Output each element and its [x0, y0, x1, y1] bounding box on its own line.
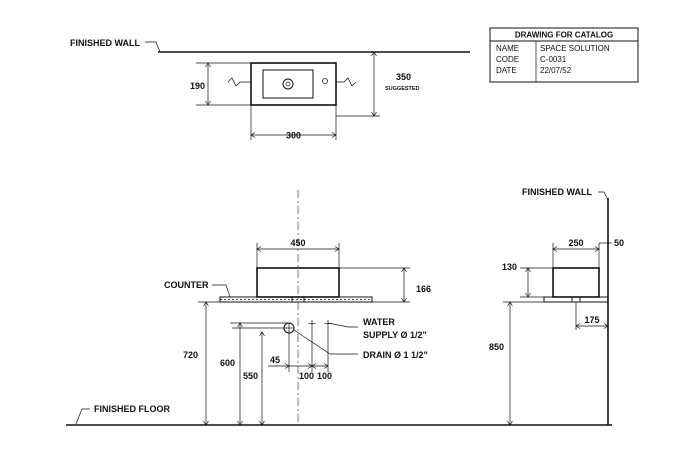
finished-floor-label: FINISHED FLOOR	[94, 404, 170, 414]
dim-counter-height: 720	[183, 350, 198, 360]
title-key-name: NAME	[496, 44, 519, 53]
side-basin-body	[552, 267, 600, 298]
finished-wall-label-side: FINISHED WALL	[522, 187, 592, 197]
plan-basin-inner	[262, 69, 314, 99]
dim-water-spacing-2: 100	[317, 371, 332, 381]
title-value-name: SPACE SOLUTION	[540, 44, 610, 53]
title-value-date: 22/07/52	[540, 66, 572, 75]
title-block-header: DRAWING FOR CATALOG	[515, 31, 613, 40]
water-supply-icon-left	[308, 320, 316, 327]
finished-wall-label-top: FINISHED WALL	[70, 38, 140, 48]
dim-water-spacing-1: 100	[299, 371, 314, 381]
drain-label: DRAIN Ø 1 1/2"	[363, 350, 428, 360]
title-value-code: C-0031	[540, 55, 567, 64]
front-elevation: FINISHED FLOOR COUNTER 450 166	[66, 190, 612, 426]
dim-plan-width: 300	[286, 131, 301, 141]
title-key-date: DATE	[496, 66, 517, 75]
dim-plan-depth: 190	[190, 81, 205, 91]
dim-side-rise: 130	[502, 262, 517, 272]
plan-view: FINISHED WALL 190 300 350 SU	[70, 38, 470, 141]
dim-front-height: 166	[416, 284, 431, 294]
dim-offset-45: 45	[270, 355, 280, 365]
dim-wall-gap: 50	[614, 238, 624, 248]
dim-front-width: 450	[290, 238, 305, 248]
dim-plan-suggested: 350	[396, 72, 411, 82]
title-key-code: CODE	[496, 55, 519, 64]
plan-tap-hole-icon	[322, 78, 328, 84]
side-elevation: FINISHED WALL 250 50 130 175	[489, 187, 624, 426]
water-supply-label-2: SUPPLY Ø 1/2"	[363, 330, 427, 340]
plan-basin-outer	[250, 62, 337, 106]
dim-side-depth: 250	[568, 238, 583, 248]
dim-water-height: 550	[243, 371, 258, 381]
dim-drain-height: 600	[220, 358, 235, 368]
title-block: DRAWING FOR CATALOG NAME SPACE SOLUTION …	[489, 27, 639, 83]
dim-fixture-height: 850	[489, 342, 504, 352]
dim-drain-offset: 175	[584, 315, 599, 325]
water-supply-label-1: WATER	[363, 317, 395, 327]
plan-drain-icon	[282, 78, 294, 90]
suggested-note: SUGGESTED	[385, 86, 420, 92]
counter-label: COUNTER	[164, 280, 209, 290]
